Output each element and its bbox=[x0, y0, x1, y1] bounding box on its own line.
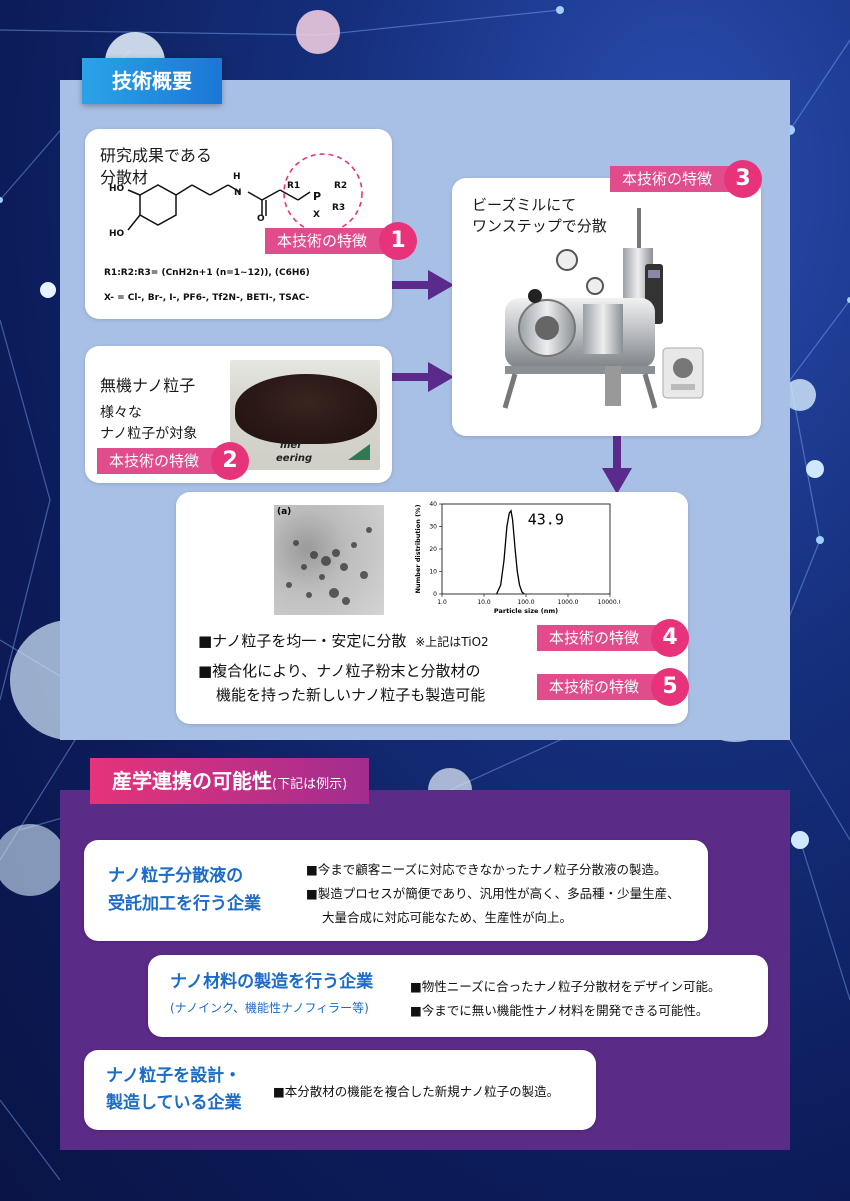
atom-n: N bbox=[234, 188, 242, 198]
bead-mill-machine-illustration bbox=[502, 208, 704, 409]
feature-badge-1: 本技術の特徴 1 bbox=[265, 222, 418, 260]
collab-item-2-bullet-2: ■今までに無い機能性ナノ材料を開発できる可能性。 bbox=[410, 1003, 709, 1018]
tem-label: (a) bbox=[277, 507, 292, 517]
feature-number-1: 1 bbox=[379, 222, 418, 260]
feature-number-4: 4 bbox=[651, 619, 690, 657]
collab-item-3-bullet-1: ■本分散材の機能を複合した新規ナノ粒子の製造。 bbox=[273, 1084, 560, 1099]
nano-powder-photo: mer eering bbox=[230, 360, 380, 470]
distribution-series-line bbox=[496, 509, 525, 595]
collab-item-2-bullet-1: ■物性ニーズに合ったナノ粒子分散材をデザイン可能。 bbox=[410, 979, 721, 994]
particle-size-distribution-chart: 1.0 10.0 100.0 1000.0 10000.0 0 10 20 30 40Partic… bbox=[414, 501, 620, 615]
arrow-right-1 bbox=[392, 270, 454, 300]
nano-desc-line1: 様々な bbox=[100, 405, 142, 421]
arrow-right-2 bbox=[392, 362, 454, 392]
feature-badge-label: 本技術の特徴 bbox=[549, 678, 640, 696]
collab-item-2-sub: (ナノインク、機能性ナノフィラー等) bbox=[170, 1001, 369, 1015]
y-tick-label: 10 bbox=[429, 569, 437, 576]
research-title-line2: 分散材 bbox=[100, 168, 149, 187]
bead-title-line2: ワンステップで分散 bbox=[472, 217, 607, 235]
photo-text-1: mer bbox=[280, 440, 303, 451]
atom-r1: R1 bbox=[287, 181, 301, 191]
atom-r2: R2 bbox=[334, 181, 348, 191]
formula-x: X- = Cl-, Br-, I-, PF6-, Tf2N-, BETI-, T… bbox=[104, 293, 310, 303]
atom-p: P bbox=[313, 190, 322, 203]
atom-x: X bbox=[313, 210, 320, 220]
feature-number-3: 3 bbox=[724, 160, 763, 198]
nano-title: 無機ナノ粒子 bbox=[100, 376, 196, 395]
chart-frame bbox=[441, 503, 611, 595]
research-title-line1: 研究成果である bbox=[100, 146, 212, 165]
y-axis-label: Number distribution (%) bbox=[414, 504, 422, 593]
collab-item-card-1 bbox=[84, 840, 708, 941]
peak-annotation: 43.9 bbox=[528, 510, 564, 528]
nano-desc-line2: ナノ粒子が対象 bbox=[100, 426, 198, 442]
tem-particles bbox=[286, 527, 372, 605]
section-heading-collaboration: 産学連携の可能性(下記は例示) bbox=[90, 758, 370, 804]
molecular-structure-diagram bbox=[127, 153, 363, 233]
atom-o: O bbox=[257, 214, 265, 224]
result-bullet-2-line2: 機能を持った新しいナノ粒子も製造可能 bbox=[216, 686, 486, 704]
feature-badge-4: 本技術の特徴 4 bbox=[537, 619, 690, 657]
x-tick-label: 10.0 bbox=[477, 599, 491, 606]
y-tick-label: 20 bbox=[429, 546, 437, 553]
collab-item-1-bullet-3: 大量合成に対応可能なため、生産性が向上。 bbox=[322, 910, 573, 925]
feature-badge-5: 本技術の特徴 5 bbox=[537, 668, 690, 706]
y-tick-label: 40 bbox=[429, 501, 437, 508]
x-axis-label: Particle size (nm) bbox=[494, 607, 558, 615]
result-bullet-1: ■ナノ粒子を均一・安定に分散 ※上記はTiO2 bbox=[198, 630, 489, 651]
bead-title-line1: ビーズミルにて bbox=[472, 196, 577, 214]
research-material-card bbox=[85, 129, 392, 319]
y-tick-label: 0 bbox=[433, 591, 437, 598]
feature-badge-3: 本技術の特徴 3 bbox=[610, 160, 763, 198]
collab-item-card-2 bbox=[148, 955, 768, 1037]
atom-ho-2: HO bbox=[109, 229, 125, 239]
feature-badge-label: 本技術の特徴 bbox=[109, 452, 200, 470]
collab-item-1-name-line1: ナノ粒子分散液の bbox=[108, 866, 244, 886]
collab-item-3-name-line2: 製造している企業 bbox=[106, 1093, 242, 1113]
atom-r3: R3 bbox=[332, 203, 346, 213]
feature-number-5: 5 bbox=[651, 668, 690, 706]
feature-badge-label: 本技術の特徴 bbox=[549, 629, 640, 647]
collab-item-1-name-line2: 受託加工を行う企業 bbox=[108, 894, 261, 914]
feature-number-2: 2 bbox=[211, 442, 250, 480]
x-tick-label: 1.0 bbox=[437, 599, 447, 606]
collab-item-1-bullet-2: ■製造プロセスが簡便であり、汎用性が高く、多品種・少量生産、 bbox=[306, 886, 680, 901]
result-bullet-1-main: ■ナノ粒子を均一・安定に分散 bbox=[198, 632, 407, 650]
result-bullet-1-note: ※上記はTiO2 bbox=[415, 635, 489, 649]
arrow-down bbox=[602, 436, 632, 494]
collab-item-1-bullet-1: ■今まで顧客ニーズに対応できなかったナノ粒子分散液の製造。 bbox=[306, 862, 667, 877]
section-heading-overview: 技術概要 bbox=[82, 58, 222, 104]
x-tick-label: 100.0 bbox=[517, 599, 534, 606]
feature-badge-2: 本技術の特徴 2 bbox=[97, 442, 250, 480]
atom-h: H bbox=[233, 172, 241, 182]
atom-ho-1: HO bbox=[109, 184, 125, 194]
x-tick-label: 10000.0 bbox=[598, 599, 620, 606]
feature-badge-label: 本技術の特徴 bbox=[622, 170, 713, 188]
collab-item-3-name-line1: ナノ粒子を設計・ bbox=[106, 1066, 242, 1086]
result-bullet-2-line1: ■複合化により、ナノ粒子粉末と分散材の bbox=[198, 662, 481, 680]
collaboration-heading-note: (下記は例示) bbox=[272, 777, 348, 792]
photo-logo-mark bbox=[348, 444, 370, 460]
x-tick-label: 1000.0 bbox=[558, 599, 579, 606]
collaboration-heading-text: 産学連携の可能性 bbox=[112, 769, 272, 793]
collab-item-card-3 bbox=[84, 1050, 596, 1130]
collab-item-2-name: ナノ材料の製造を行う企業 bbox=[170, 972, 374, 992]
tem-image: (a) bbox=[274, 505, 384, 615]
formula-r: R1:R2:R3= (CnH2n+1 (n=1~12)), (C6H6) bbox=[104, 268, 310, 278]
highlight-circle bbox=[283, 153, 363, 233]
feature-badge-label: 本技術の特徴 bbox=[277, 232, 368, 250]
powder-pile bbox=[235, 374, 377, 444]
y-tick-label: 30 bbox=[429, 524, 437, 531]
photo-text-2: eering bbox=[276, 453, 313, 464]
